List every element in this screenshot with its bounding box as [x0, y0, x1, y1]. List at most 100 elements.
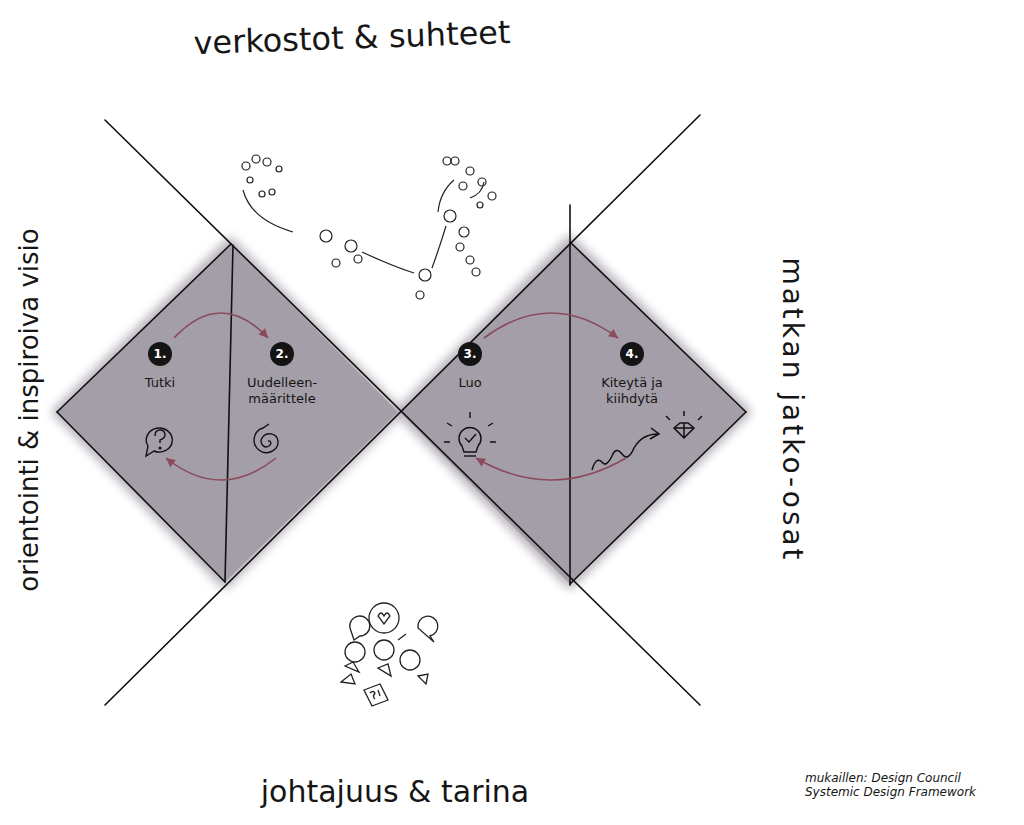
people-doodle-part	[370, 690, 380, 699]
people-doodle-part	[364, 684, 388, 706]
network-doodle-part	[459, 227, 469, 237]
source-note: mukaillen: Design Council Systemic Desig…	[805, 772, 990, 800]
network-doodle-part	[362, 252, 414, 273]
phase-label: Tutki	[114, 375, 206, 391]
network-doodle-part	[247, 177, 253, 183]
network-doodle-part	[354, 255, 362, 263]
network-doodle-part	[456, 243, 464, 251]
network-doodle-part	[320, 230, 332, 242]
lightbulb-icon-part	[459, 427, 481, 452]
explore-icon-part	[155, 430, 165, 443]
spiral-icon-part	[254, 424, 278, 453]
frame-line	[57, 115, 746, 705]
phase-label: Uudelleen-määrittele	[229, 375, 335, 407]
people-doodle	[341, 603, 438, 706]
lightbulb-icon-part	[444, 412, 496, 442]
people-doodle-part	[378, 664, 391, 676]
callout-number: 3.	[458, 342, 482, 366]
growth-icon-part	[666, 411, 702, 420]
growth-icon-part	[650, 428, 659, 439]
phase-label: Luo	[424, 375, 516, 391]
lightbulb-icon	[444, 412, 496, 456]
frame-line-part	[225, 245, 233, 582]
network-doodle-part	[466, 256, 474, 264]
network-doodle-part	[242, 162, 250, 170]
frame-line-part	[57, 412, 225, 582]
network-doodle-part	[444, 210, 456, 222]
people-doodle-part	[400, 650, 420, 670]
side-heading: verkostot & suhteet	[193, 14, 511, 62]
network-doodle-part	[478, 178, 486, 186]
network-doodle-part	[332, 259, 340, 267]
cycle-arrow	[476, 458, 626, 480]
explore-icon-part	[159, 447, 161, 449]
people-doodle-part	[398, 634, 406, 640]
network-doodle-part	[345, 240, 357, 252]
network-doodle-part	[488, 192, 496, 200]
people-doodle-part	[350, 616, 370, 640]
network-doodle-part	[269, 189, 275, 195]
spiral-icon	[254, 424, 278, 453]
people-doodle-part	[374, 640, 394, 660]
side-heading: matkan jatko-osat	[776, 257, 808, 562]
network-doodle-part	[459, 182, 467, 190]
growth-icon	[592, 411, 702, 470]
side-heading: orientointi & inspiroiva visio	[15, 228, 45, 591]
explore-icon-part	[146, 428, 172, 456]
network-doodle-part	[416, 291, 424, 299]
network-doodle-part	[263, 158, 271, 166]
growth-icon-part	[592, 434, 658, 470]
cycle-arrow	[174, 313, 268, 338]
frame-line-part	[570, 242, 746, 412]
network-doodle-part	[472, 268, 480, 276]
arrow-head	[608, 329, 618, 338]
diamond-fill	[57, 242, 746, 584]
network-doodle-part	[419, 269, 431, 281]
network-doodle-part	[466, 167, 474, 175]
phase-label: Kiteytä ja kiihdytä	[578, 375, 686, 407]
callout-number: 4.	[620, 342, 644, 366]
network-doodle-part	[252, 155, 260, 163]
diamond-fill-part	[57, 244, 398, 582]
frame-line-part	[105, 115, 700, 705]
callout-number: 1.	[148, 342, 172, 366]
network-doodle-part	[470, 182, 484, 198]
network-doodle-part	[438, 180, 454, 212]
people-doodle-part	[345, 662, 359, 672]
side-heading: johtajuus & tarina	[261, 775, 530, 810]
people-doodle-part	[345, 642, 365, 662]
people-doodle-part	[341, 674, 355, 684]
cycle-arrow	[166, 458, 276, 480]
network-doodle-part	[259, 191, 265, 197]
network-doodle	[242, 155, 496, 299]
network-doodle-part	[477, 202, 483, 208]
lightbulb-icon-part	[464, 455, 476, 456]
lightbulb-icon-part	[465, 434, 476, 442]
callout-number: 2.	[270, 342, 294, 366]
explore-icon	[146, 428, 172, 456]
network-doodle-part	[443, 157, 451, 165]
people-doodle-part	[418, 616, 438, 642]
network-doodle-part	[276, 166, 282, 172]
phase-area: 1. Tutki	[114, 338, 206, 458]
growth-icon-part	[674, 423, 694, 438]
people-doodle-part	[378, 613, 390, 624]
network-doodle-part	[451, 157, 459, 165]
frame-line-part	[570, 412, 746, 584]
people-doodle-part	[418, 674, 428, 684]
phase-area: 3. Luo	[424, 338, 516, 458]
frame-line-part	[569, 205, 571, 585]
cycle-arrow	[484, 313, 618, 338]
diamond-fill-part	[400, 242, 746, 584]
network-doodle-part	[432, 226, 446, 268]
diamond-halo-part	[57, 242, 398, 584]
network-doodle-part	[243, 190, 293, 232]
arrow-head	[259, 328, 268, 338]
phase-area: 4. Kiteytä ja kiihdytä	[578, 338, 686, 458]
arrow-head	[476, 458, 486, 466]
arrow-head	[166, 458, 176, 467]
phase-area: 2. Uudelleen-määrittele	[229, 338, 335, 458]
